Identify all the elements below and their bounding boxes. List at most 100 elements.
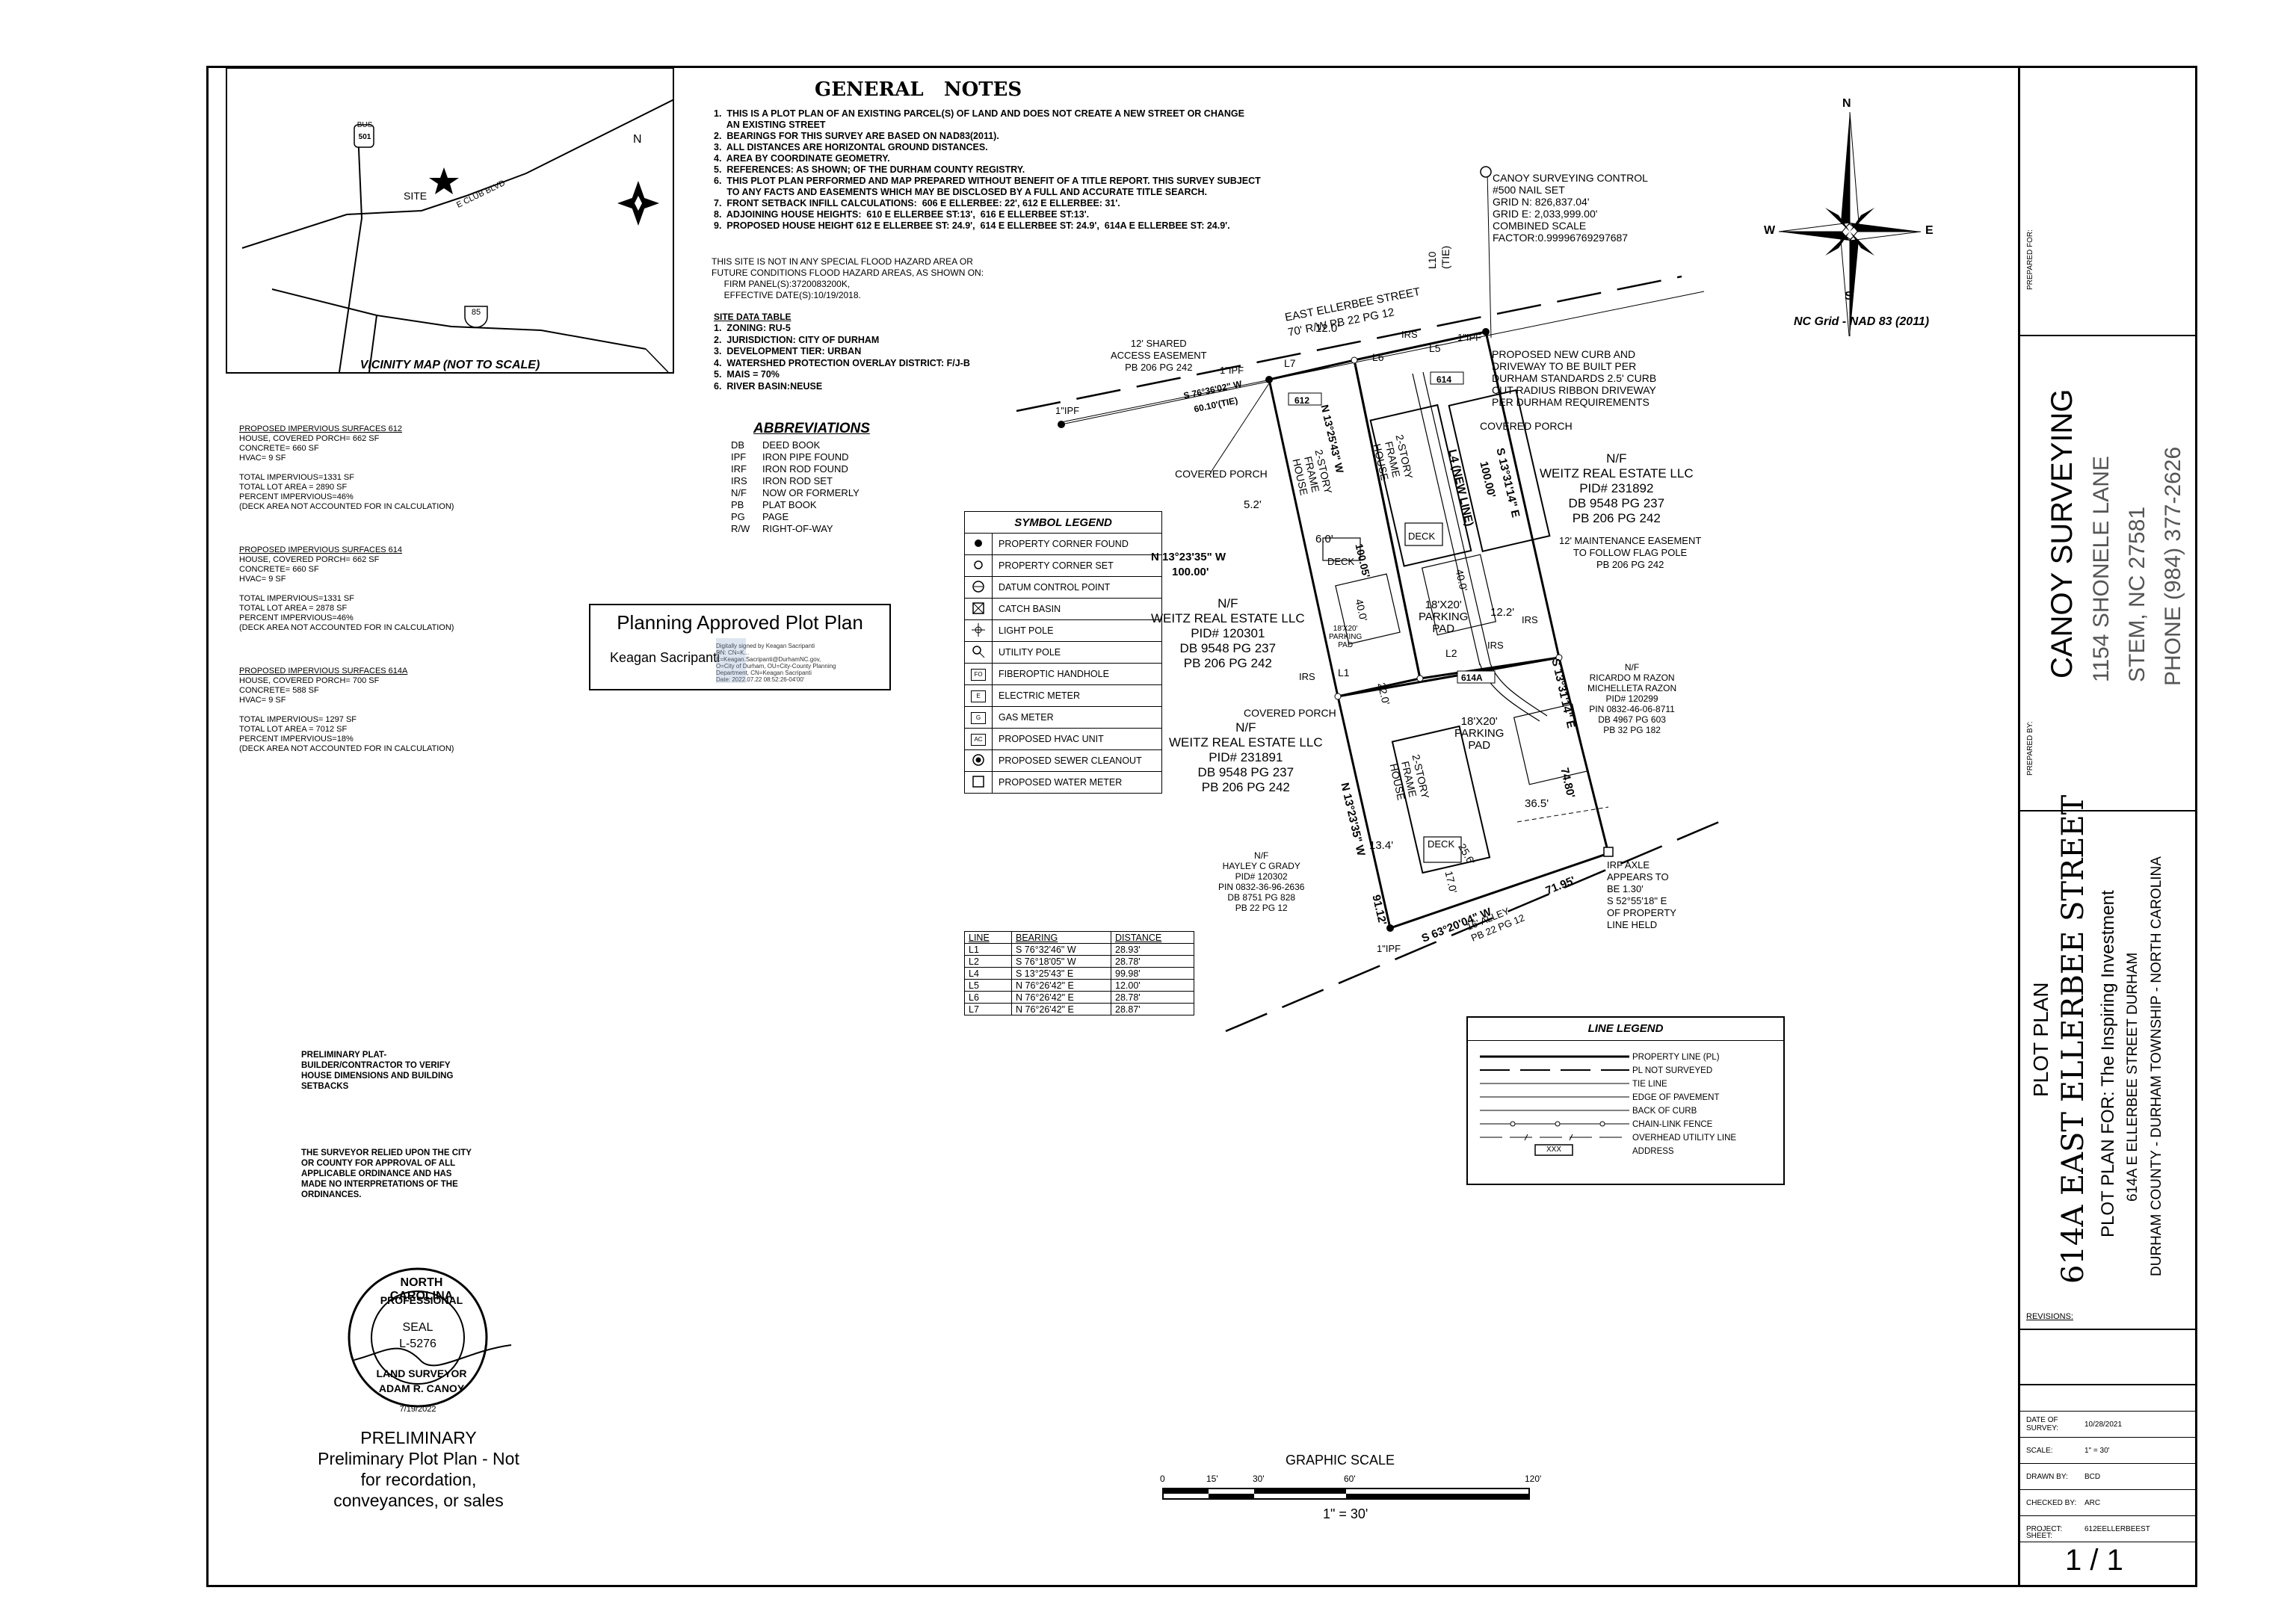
bus-shield-top: BUS [357,121,373,129]
nf-weitz-231891-line: DB 9548 PG 237 [1197,765,1294,779]
signature-line: O=City of Durham, OU=City-County Plannin… [716,663,836,670]
north-arrow: N S W E NC Grid - NAD 83 (2011) [1756,90,1951,344]
impervious-line: PERCENT IMPERVIOUS=46% [239,492,354,501]
fiberoptic-icon: FO [971,668,986,681]
title-block: PREPARED FOR: PREPARED BY: CANOY SURVEYI… [2018,66,2200,1587]
control-line: #500 NAIL SET [1493,184,1565,196]
general-notes-title: GENERAL NOTES [815,78,1022,101]
line-table-cell: N 76°26'42" E [1011,1003,1111,1015]
nf-weitz-231891-line: PID# 231891 [1209,750,1283,764]
preliminary-plat-line: SETBACKS [301,1082,349,1091]
planning-name: Keagan Sacripanti [610,650,720,665]
parking-pad-614a-line: 18'X20' [1460,715,1498,728]
signature-line: Date: 2022.07.22 08:52:26-04'00' [716,676,805,683]
line-legend-title: LINE LEGEND [1587,1022,1664,1035]
line-table-cell: 99.98' [1111,967,1194,980]
symbol-legend-row: DATUM CONTROL POINT [964,576,1162,599]
line-table-cell: S 76°32'46" W [1011,943,1111,956]
abbreviation-meaning: IRON ROD SET [762,475,833,486]
general-note-item: 5. REFERENCES: AS SHOWN; OF THE DURHAM C… [714,164,1025,175]
graphic-scale-tick: 60' [1344,1474,1356,1484]
symbol-legend-row: PROPOSED WATER METER [964,771,1162,794]
impervious-line: HOUSE, COVERED PORCH= 662 SF [239,434,380,443]
signature-line: Digitally signed by Keagan Sacripanti [716,643,815,649]
abbreviation-meaning: DEED BOOK [762,439,821,451]
corner-found-icon [971,539,986,553]
graphic-scale-tick: 30' [1253,1474,1265,1484]
impervious-line: TOTAL LOT AREA = 2878 SF [239,604,348,613]
preliminary-plat-note: PRELIMINARY PLAT-BUILDER/CONTRACTOR TO V… [301,1050,453,1092]
house-614-footprint [1448,389,1551,552]
shared-easement-note-line: ACCESS EASEMENT [1111,350,1207,361]
maint-easement-note-line: PB 206 PG 242 [1596,559,1664,570]
nf-razon-line: N/F [1624,662,1640,673]
datum-control-icon [971,580,986,596]
nf-weitz-231892-line: PB 206 PG 242 [1572,511,1661,525]
nf-grady-line: DB 8751 PG 828 [1227,892,1296,903]
control-line: FACTOR:0.99996769297687 [1493,232,1629,244]
signature-mark [716,638,746,683]
bus-shield-num: 501 [358,133,371,141]
impervious-title: PROPOSED IMPERVIOUS SURFACES 612 [239,424,403,433]
west-dist-1: 100.00' [1172,566,1209,578]
impervious-line: HVAC= 9 SF [239,454,286,463]
project-address: 614A E ELLERBEE STREET DURHAM [2125,952,2141,1202]
house-612-footprint [1369,404,1472,567]
irf-note-line: APPEARS TO [1607,871,1669,882]
l1-label: L1 [1338,667,1350,678]
vicinity-north: N [633,133,642,146]
planning-approval-stamp: Planning Approved Plot Plan Keagan Sacri… [589,604,891,690]
titleblock-row-value: 1" = 30' [2084,1446,2110,1455]
address-614a: 614A [1461,673,1483,683]
signature-line: Department, CN=Keagan Sacripanti [716,670,812,676]
vicinity-map: BUS 501 85 SITE E CLUB BLVD N VICINITY M… [226,67,674,374]
survey-plat-drawing [1016,166,1719,1033]
seal-label: SEAL [402,1321,433,1334]
dim-134: 13.4' [1369,839,1394,852]
general-note-item: AN EXISTING STREET [714,120,826,130]
general-note-item: 8. ADJOINING HOUSE HEIGHTS: 610 E ELLERB… [714,209,1090,220]
line-table-cell: N 76°26'42" E [1011,979,1111,992]
sheet-label: SHEET: [2026,1532,2053,1540]
address-612: 612 [1294,395,1310,406]
line-table-cell: S 13°25'43" E [1011,967,1111,980]
symbol-label: GAS METER [992,706,1162,729]
symbol-legend-row: LIGHT POLE [964,619,1162,642]
deck-612 [1322,537,1361,561]
general-note-item: 4. AREA BY COORDINATE GEOMETRY. [714,153,890,164]
flood-statement: THIS SITE IS NOT IN ANY SPECIAL FLOOD HA… [712,256,984,301]
symbol-cell [964,619,993,642]
catch-basin-icon [971,602,986,618]
line-legend-divider [1468,1040,1783,1041]
electric-meter-icon: E [971,690,986,702]
site-star-icon [429,167,459,194]
nf-weitz-231891-line: N/F [1235,720,1256,735]
maint-easement-note-line: 12' MAINTENANCE EASEMENT [1559,535,1702,546]
deck-614a [1423,836,1462,863]
abbreviations-title: ABBREVIATIONS [753,421,870,436]
dim-52: 5.2' [1244,498,1262,511]
seal-name: ADAM R. CANOY [378,1382,465,1394]
parking-pad-612-line: PARKING [1329,633,1363,641]
line-legend-item: CHAIN-LINK FENCE [1632,1120,1713,1129]
control-line: GRID E: 2,033,999.00' [1493,208,1598,220]
titleblock-row-label: DRAWN BY: [2026,1472,2068,1481]
control-line: CANOY SURVEYING CONTROL [1493,172,1648,184]
control-point-note: CANOY SURVEYING CONTROL#500 NAIL SET GRID… [1493,172,1648,244]
parking-pad-612 [1335,573,1401,645]
seal-number: L-5276 [399,1338,436,1350]
prepared-by-section [2020,335,2197,812]
site-data-item: 6. RIVER BASIN:NEUSE [714,380,823,392]
nf-grady-line: PB 22 PG 12 [1235,903,1288,913]
ipf-label: 1"IPF [1220,365,1244,376]
